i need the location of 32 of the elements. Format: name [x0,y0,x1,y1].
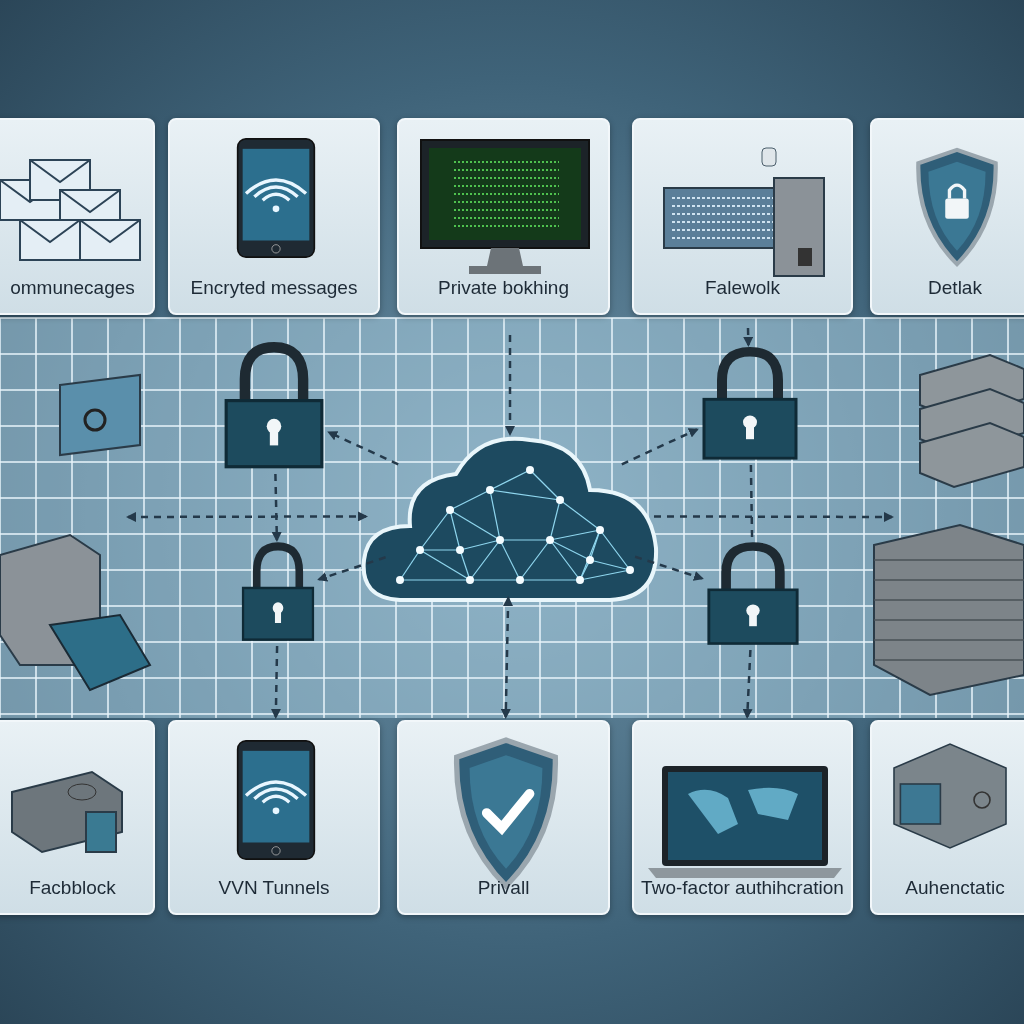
feature-card [870,118,1024,315]
feature-card [397,720,610,915]
card-label: Auhenctatic [904,877,1006,899]
arrow [505,335,515,436]
feature-card [632,118,853,315]
card-label: Two-factor authihcration [640,877,845,899]
arrow [654,512,894,522]
feature-card [168,118,380,315]
arrow [271,473,282,542]
feature-card [397,118,610,315]
arrow [634,555,704,581]
card-label: Private bokhing [437,277,570,299]
card-label: ommunecages [9,277,136,299]
arrow [621,428,699,466]
feature-card [0,118,155,315]
card-label: Facbblock [28,877,117,899]
arrow [126,511,368,522]
arrow [327,431,399,466]
arrow [270,645,281,719]
arrow [742,649,753,719]
feature-card [0,720,155,915]
arrow [500,596,514,719]
card-label: Privall [476,877,531,899]
arrow [317,556,386,582]
card-label: Encryted messages [189,277,359,299]
feature-card [168,720,380,915]
feature-card [870,720,1024,915]
card-label: Falewolk [704,277,781,299]
card-label: VVN Tunnels [217,877,331,899]
card-label: Detlak [927,277,983,299]
feature-card [632,720,853,915]
arrow [743,327,754,347]
